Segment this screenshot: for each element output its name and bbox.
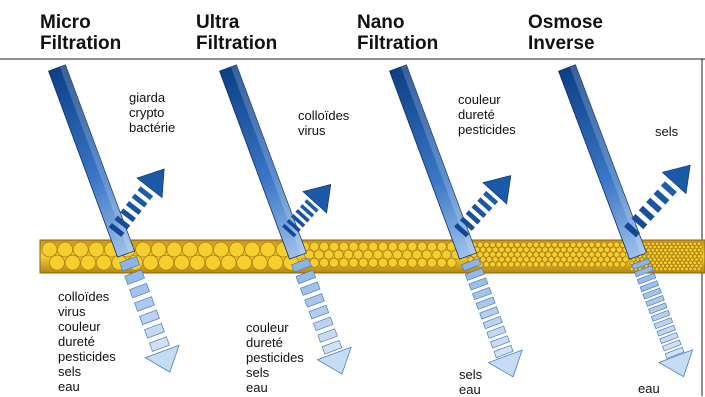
feed-arrow-shaft: [220, 65, 307, 259]
passed-list-osmose: eau: [638, 381, 660, 396]
permeate-segment: [309, 305, 329, 319]
passed-list-micro: colloïdesviruscouleurduretépesticidessel…: [58, 289, 116, 394]
permeate-segment: [480, 307, 499, 319]
permeate-segment: [313, 317, 333, 331]
membrane-layer: [40, 240, 705, 273]
permeate-segment: [140, 310, 160, 325]
membrane-pores-1: [300, 242, 461, 267]
reject-segment: [646, 198, 662, 213]
feed-arrow-shaft: [49, 65, 135, 257]
rejected-list-osmose: sels: [655, 124, 678, 139]
permeate-segment: [472, 287, 491, 299]
permeate-arrowhead: [488, 350, 529, 383]
permeate-arrowhead: [317, 347, 358, 380]
arrow-group-3: [559, 65, 703, 383]
permeate-segment: [469, 278, 488, 290]
reject-segment: [639, 206, 655, 221]
permeate-arrowhead: [659, 350, 700, 383]
permeate-segment: [318, 329, 338, 343]
permeate-segment: [135, 297, 155, 312]
reject-arrow: [448, 165, 523, 243]
permeate-segment: [476, 297, 495, 309]
reject-segment: [653, 189, 669, 204]
permeate-segment: [483, 316, 502, 328]
reject-arrow: [618, 154, 702, 242]
permeate-arrow: [623, 255, 700, 383]
permeate-segment: [300, 282, 320, 296]
permeate-segment: [487, 326, 506, 338]
permeate-segment: [130, 283, 150, 298]
reject-arrowhead: [303, 174, 343, 213]
permeate-segment: [490, 336, 509, 348]
permeate-segment: [305, 294, 325, 308]
permeate-arrow: [453, 255, 530, 383]
permeate-arrowhead: [145, 345, 186, 378]
permeate-segment: [144, 323, 164, 338]
permeate-segment: [149, 337, 169, 352]
